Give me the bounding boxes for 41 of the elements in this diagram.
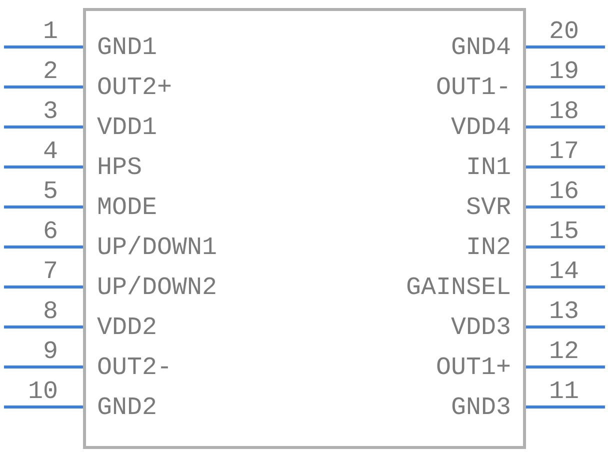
- pin-name: OUT2-: [97, 355, 172, 381]
- pin-number: 20: [549, 19, 580, 45]
- pin-name: VDD3: [450, 315, 511, 341]
- pin-number: 19: [549, 59, 580, 85]
- pin-name: MODE: [97, 195, 158, 221]
- pin-name: GAINSEL: [406, 275, 511, 301]
- pin-number: 12: [549, 339, 580, 365]
- pin-number: 18: [549, 99, 580, 125]
- pin-name: GND1: [97, 35, 158, 61]
- pin-name: GND3: [450, 395, 511, 421]
- pin-number: 4: [42, 139, 58, 165]
- pin-number: 6: [42, 219, 58, 245]
- pin-number: 5: [42, 179, 58, 205]
- pin-number: 2: [42, 59, 58, 85]
- pin-number: 10: [28, 379, 58, 405]
- pin-name: VDD2: [97, 315, 158, 341]
- pin-number: 7: [42, 259, 58, 285]
- pin-number: 9: [42, 339, 58, 365]
- pin-name: HPS: [97, 155, 142, 181]
- pin-number: 1: [42, 19, 58, 45]
- pin-name: SVR: [466, 195, 511, 221]
- pin-number: 14: [549, 259, 580, 285]
- pin-number: 13: [549, 299, 580, 325]
- pin-name: UP/DOWN2: [97, 275, 218, 301]
- pin-name: UP/DOWN1: [97, 235, 218, 261]
- pin-name: GND2: [97, 395, 158, 421]
- pin-name: OUT1-: [436, 75, 511, 101]
- pin-number: 3: [42, 99, 58, 125]
- pin-number: 17: [549, 139, 580, 165]
- pin-number: 8: [42, 299, 58, 325]
- pin-number: 15: [549, 219, 580, 245]
- pin-name: IN2: [466, 235, 511, 261]
- pin-name: OUT1+: [436, 355, 511, 381]
- pin-name: VDD4: [450, 115, 511, 141]
- pin-name: GND4: [450, 35, 511, 61]
- pin-number: 16: [549, 179, 580, 205]
- pin-number: 11: [549, 379, 580, 405]
- pin-name: OUT2+: [97, 75, 172, 101]
- pin-name: IN1: [466, 155, 511, 181]
- pin-name: VDD1: [97, 115, 158, 141]
- chip-body: [83, 8, 526, 449]
